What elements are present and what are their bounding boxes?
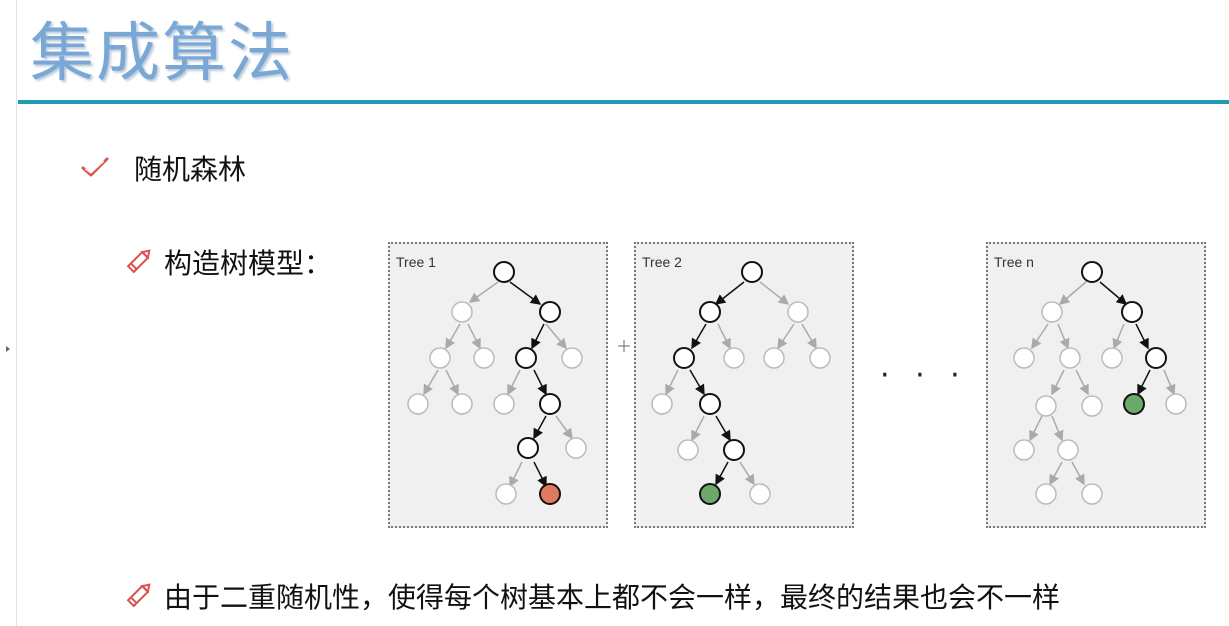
tree-diagram-n <box>1013 261 1187 505</box>
tree-panel-2: Tree 2 <box>634 242 854 528</box>
ellipsis: · · · <box>880 358 968 393</box>
leaf-node-red <box>539 483 561 505</box>
tree-diagram-2 <box>651 261 831 505</box>
title-divider <box>18 100 1229 104</box>
crosshair-cursor-icon <box>618 340 630 352</box>
leaf-node-green <box>699 483 721 505</box>
tree-label-n: Tree n <box>994 254 1034 270</box>
bullet-conclusion-label: 由于二重随机性，使得每个树基本上都不会一样，最终的结果也会不一样 <box>164 581 1061 614</box>
left-edge-strip <box>0 0 17 626</box>
tree-panel-1: Tree 1 <box>388 242 608 528</box>
bullet-construct-tree-label: 构造树模型： <box>164 247 333 280</box>
pencil-icon <box>126 249 151 274</box>
bullet-construct-tree: 构造树模型： <box>122 242 332 282</box>
tree-diagram-1 <box>407 261 587 505</box>
leaf-node-green <box>1123 393 1145 415</box>
tree-label-1: Tree 1 <box>396 254 436 270</box>
pencil-icon <box>126 583 151 608</box>
expand-arrow-icon[interactable] <box>6 346 10 352</box>
bullet-random-forest-label: 随机森林 <box>134 153 247 186</box>
check-icon <box>81 157 109 177</box>
bullet-random-forest: 随机森林 <box>80 148 246 188</box>
bullet-conclusion: 由于二重随机性，使得每个树基本上都不会一样，最终的结果也会不一样 <box>122 576 1060 616</box>
tree-label-2: Tree 2 <box>642 254 682 270</box>
tree-panel-n: Tree n <box>986 242 1206 528</box>
slide-title: 集成算法 <box>30 17 294 91</box>
